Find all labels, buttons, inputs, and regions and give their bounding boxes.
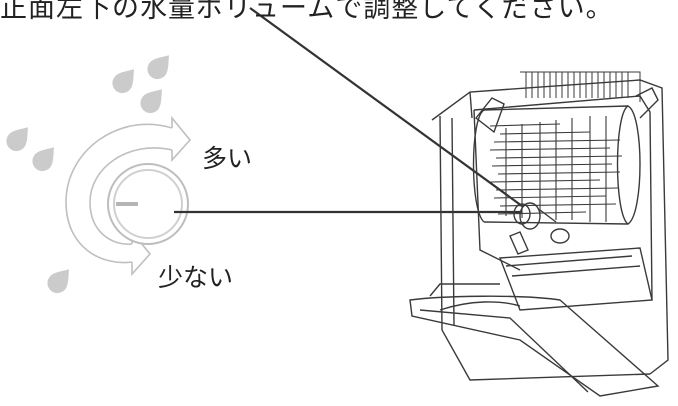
dial-knob-icon	[107, 163, 189, 245]
caption-leader-line	[249, 7, 523, 207]
arrow-icon	[171, 115, 192, 163]
more-water-label: 多い	[202, 144, 253, 173]
machine-illustration	[409, 71, 669, 397]
water-drop-icon	[28, 140, 62, 176]
water-drop-icon	[143, 48, 177, 84]
instruction-caption: 正面左下の水量ボリュームで調整してください。	[0, 0, 614, 24]
water-drop-icon	[2, 120, 36, 156]
water-drop-icon	[108, 62, 142, 98]
less-water-label: 少ない	[158, 263, 234, 292]
water-drop-icon	[43, 262, 77, 298]
water-drop-icon	[136, 82, 170, 118]
